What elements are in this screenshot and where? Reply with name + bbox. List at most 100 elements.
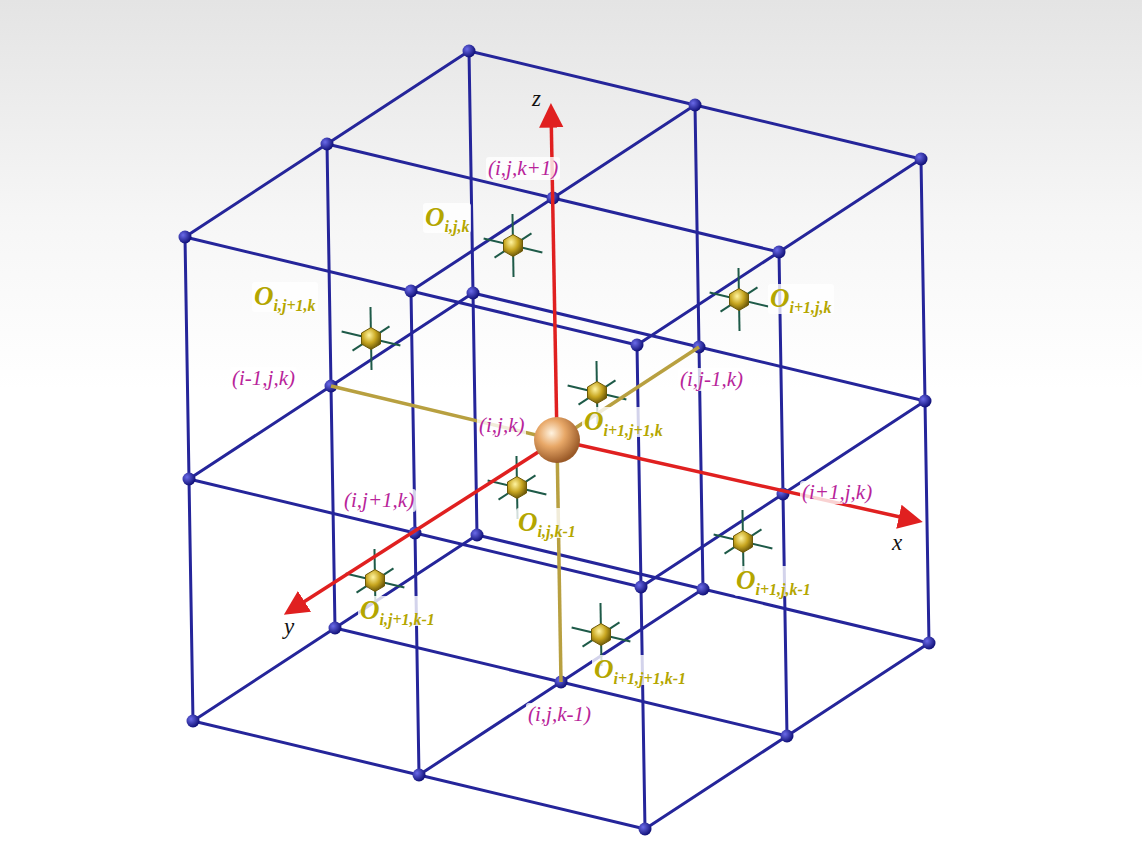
coordinate-label: (i,j,k) [477,414,526,437]
oxygen-atom [362,328,381,350]
site-label: Oi,j,k-1 [516,508,578,538]
lattice-node [179,231,192,244]
lattice-edge [415,533,641,587]
lattice-node [923,637,936,650]
center-atom [534,417,580,463]
lattice-edge [925,401,929,643]
lattice-edge [637,345,641,587]
lattice-node [915,153,928,166]
negative-axis [557,440,561,682]
oxygen-atom [366,570,385,592]
lattice-edge [477,535,703,589]
lattice-edge [695,105,921,159]
lattice-edge [695,105,699,347]
lattice-edge [553,105,695,198]
coordinate-label: (i+1,j,k) [800,481,874,504]
subscript: i+1,j,k [790,299,832,316]
coordinate-label: (i,j,k+1) [486,157,560,180]
axis-label: x [890,530,904,555]
bond-cross [725,529,762,553]
bond-cross [721,287,758,311]
oxygen-atom [508,477,527,499]
negative-axis [331,386,557,440]
lattice-edge [411,198,553,291]
subscript: i,j,k [445,218,470,235]
site-label: Oi,j+1,k-1 [358,596,437,626]
oxygen-atom [734,531,753,553]
subscript: i,j,k-1 [538,523,576,540]
oxygen-atom [592,624,611,646]
lattice-edge [645,736,787,829]
lattice-edge [189,386,331,479]
lattice-edge [469,51,473,293]
lattice-node [405,285,418,298]
oxygen-sites [342,214,773,666]
lattice-node [467,287,480,300]
lattice-node [187,715,200,728]
lattice-edge [419,682,561,775]
lattice-node [463,45,476,58]
subscript: i+1,j+1,k [604,422,663,439]
negative-axis [557,347,699,440]
lattice-edge [335,628,561,682]
coordinate-label: (i,j+1,k) [342,489,416,512]
site-label: Oi+1,j+1,k-1 [592,655,688,685]
axis-label: y [282,614,296,639]
lattice-edge [415,533,419,775]
lattice-edge [783,494,787,736]
lattice-edge [561,682,787,736]
lattice-edge [641,587,645,829]
subscript: i,j+1,k [274,297,316,314]
lattice-edge [331,386,335,628]
axis-arrow [557,440,918,521]
lattice-edge [779,159,921,252]
lattice-edge [473,293,699,347]
lattice-node [631,339,644,352]
lattice-node [471,529,484,542]
site-label: Oi,j+1,k [252,282,318,312]
lattice-edge [327,51,469,144]
bond-cross [579,380,616,404]
oxygen-atom [504,235,523,257]
lattice-edge [327,144,331,386]
subscript: i+1,j,k-1 [756,581,811,598]
bond-cross [499,475,536,499]
lattice-node [635,581,648,594]
coordinate-label: (i,j-1,k) [678,368,745,391]
bond-cross [583,622,620,646]
lattice-node [689,99,702,112]
lattice-node [321,138,334,151]
bond-cross [353,326,390,350]
axis-label: z [530,86,543,111]
lattice-edge [921,159,925,401]
lattice-edge [335,535,477,628]
lattice-node [329,622,342,635]
lattice-edge [637,252,779,345]
subscript: i,j+1,k-1 [380,611,435,628]
lattice-nodes [179,45,936,836]
oxygen-atom [588,382,607,404]
lattice-node [773,246,786,259]
lattice-node [781,730,794,743]
axes [288,108,918,682]
lattice-edge [411,291,637,345]
site-label: Oi+1,j,k [768,284,834,314]
lattice-edge [193,628,335,721]
site-label: Oi+1,j,k-1 [734,566,813,596]
lattice-edge [419,775,645,829]
coordinate-label: (i-1,j,k) [230,367,297,390]
lattice-edge [185,237,189,479]
lattice-edge [189,479,193,721]
lattice-edge [787,643,929,736]
site-label: Oi,j,k [423,203,471,233]
bond-cross [357,568,394,592]
lattice-edge [553,198,779,252]
lattice-edge [473,293,477,535]
lattice-node [183,473,196,486]
oxygen-atom [730,289,749,311]
lattice-node [697,583,710,596]
lattice-edge [469,51,695,105]
subscript: i+1,j+1,k-1 [614,670,686,687]
